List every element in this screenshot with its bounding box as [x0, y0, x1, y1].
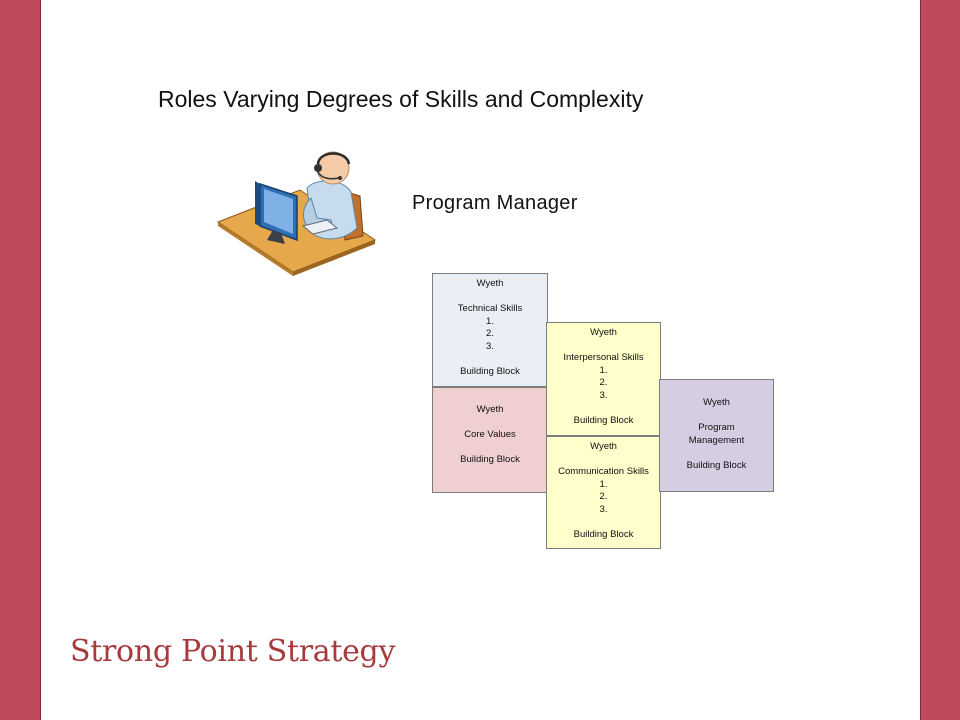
- block-line: 1.: [599, 478, 608, 490]
- block-line: [547, 516, 660, 529]
- block-line: [660, 447, 773, 460]
- block-line: 2.: [599, 491, 608, 502]
- communication-skills-block: Wyeth Communication Skills 1. 2. 3. Buil…: [546, 436, 661, 549]
- block-line: Wyeth: [590, 327, 617, 338]
- block-line: [660, 410, 773, 423]
- block-line: [547, 340, 660, 353]
- block-line: Interpersonal Skills: [563, 352, 644, 363]
- block-line: Building Block: [686, 459, 747, 471]
- block-line: 2.: [486, 328, 494, 339]
- block-line: 3.: [599, 389, 608, 401]
- block-line: Program: [698, 422, 735, 433]
- block-line: [433, 291, 547, 304]
- core-values-block: Wyeth Core Values Building Block: [432, 387, 548, 493]
- block-line: Building Block: [573, 414, 634, 426]
- block-line: [433, 417, 547, 430]
- block-line: Core Values: [464, 429, 516, 440]
- block-line: 3.: [486, 340, 494, 352]
- block-line: 1.: [599, 364, 608, 376]
- block-line: Wyeth: [703, 397, 730, 408]
- left-side-bar: [0, 0, 41, 720]
- block-line: Building Block: [460, 454, 520, 465]
- block-line: Building Block: [573, 528, 634, 540]
- role-label: Program Manager: [412, 192, 578, 214]
- block-line: [433, 353, 547, 366]
- program-management-block: Wyeth Program Management Building Block: [659, 379, 774, 492]
- interpersonal-skills-block: Wyeth Interpersonal Skills 1. 2. 3. Buil…: [546, 322, 661, 436]
- block-line: Communication Skills: [558, 466, 649, 477]
- block-line: Wyeth: [476, 404, 504, 415]
- block-line: Wyeth: [476, 278, 504, 289]
- brand-logo-text: Strong Point Strategy: [70, 634, 396, 669]
- block-line: [433, 442, 547, 455]
- right-side-bar: [920, 0, 960, 720]
- block-line: Wyeth: [590, 441, 617, 452]
- technical-skills-block: Wyeth Technical Skills 1. 2. 3. Building…: [432, 273, 548, 387]
- block-line: 2.: [599, 377, 608, 388]
- block-line: [547, 402, 660, 415]
- block-line: [547, 454, 660, 467]
- slide-title: Roles Varying Degrees of Skills and Comp…: [158, 86, 644, 112]
- block-line: 3.: [599, 503, 608, 515]
- block-line: Building Block: [460, 365, 520, 377]
- block-line: 1.: [486, 315, 494, 327]
- block-line: Management: [688, 434, 745, 446]
- block-line: Technical Skills: [457, 303, 523, 314]
- person-at-computer-icon: [216, 151, 377, 276]
